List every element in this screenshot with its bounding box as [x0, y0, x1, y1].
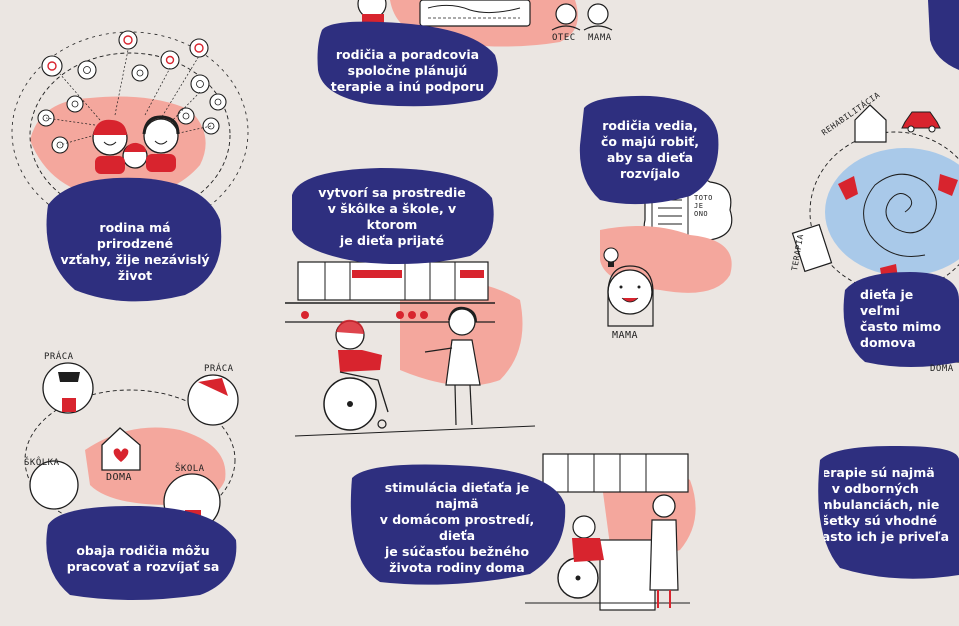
label-doma-right: DOMA: [930, 364, 954, 374]
label-mama-girl: MAMA: [612, 330, 639, 341]
bubble-family: rodina má prirodzené vzťahy, žije nezávi…: [60, 220, 210, 283]
label-praca-left: PRÁCA: [44, 352, 74, 362]
bubble-stimulation: stimulácia dieťaťa je najmä v domácom pr…: [379, 480, 535, 575]
kitchen-shelves-icon: [285, 261, 536, 437]
label-toto-je-ono: TOTO JE ONO: [694, 194, 713, 218]
family-faces-icon: [92, 115, 180, 174]
bubble-parents-lead: rodičia vedia, čo majú robiť, aby sa die…: [600, 118, 700, 181]
bubble-therapy: terapie sú najmä v odborných ambulanciác…: [824, 465, 949, 544]
bubble-school: vytvorí sa prostredie v škôlke a škole, …: [318, 185, 466, 248]
bubble-home: dieťa je veľmi často mimo domova: [860, 287, 942, 350]
label-praca-right: PRÁCA: [204, 364, 234, 374]
lightbulb-icon: [603, 247, 619, 267]
navy-bubbles: [46, 0, 959, 600]
label-mama-top: MAMA: [588, 33, 612, 43]
wheelchair-child-icon: [323, 319, 389, 431]
kitchen-mother-icon: [525, 453, 696, 611]
hospital-building-icon: [791, 104, 887, 273]
label-skolka: ŠKÔLKA: [24, 458, 60, 468]
car-icon: [901, 111, 941, 133]
bubble-planning: rodičia a poradcovia spoločne plánujú te…: [330, 47, 485, 94]
label-doma-center: DOMA: [106, 472, 133, 483]
mother-thinking-icon: [600, 226, 732, 327]
spiral-icon: [809, 131, 959, 293]
label-otec: OTEC: [552, 33, 576, 43]
bubble-work: obaja rodičia môžu pracovať a rozvíjať s…: [66, 543, 220, 574]
label-skola: ŠKOLA: [175, 464, 205, 474]
girl-icon: [424, 306, 481, 426]
work-home-icon: [24, 362, 239, 531]
